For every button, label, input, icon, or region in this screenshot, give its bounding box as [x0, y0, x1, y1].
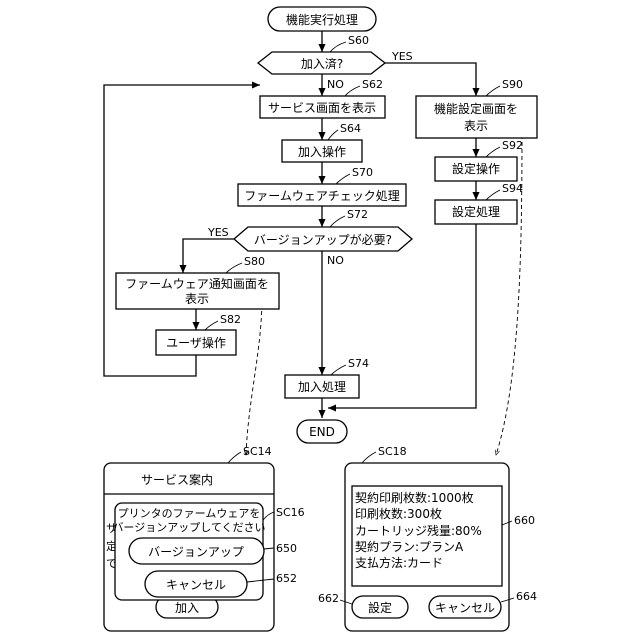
s94-code: S94 [502, 182, 523, 195]
s82-text: ユーザ操作 [166, 335, 226, 350]
cancel-label-sc16: キャンセル [166, 578, 226, 592]
contract-line: 契約プラン:プランA [355, 539, 464, 554]
sc16-line1: プリンタのファームウェアを [118, 507, 261, 520]
s74-text: 加入処理 [298, 380, 346, 394]
ref-664: 664 [516, 590, 537, 603]
s62-leader [345, 86, 360, 96]
s82-code: S82 [220, 313, 241, 326]
s94-text: 設定処理 [452, 204, 500, 219]
s60-code: S60 [348, 34, 369, 47]
sc14-leader [228, 452, 241, 463]
s80-line1: ファームウェア通知画面を [125, 277, 269, 291]
ref-662: 662 [318, 592, 339, 605]
s60-text: 加入済? [301, 56, 343, 71]
screen-sc18: SC18 契約印刷枚数:1000枚 印刷枚数:300枚 カートリッジ残量:80%… [318, 445, 537, 631]
contract-line: カートリッジ残量:80% [355, 524, 482, 538]
s72-no-label: NO [327, 254, 344, 267]
settings-button-label: 設定 [368, 600, 392, 615]
contract-line: 支払方法:カード [355, 555, 443, 570]
s92-code: S92 [502, 139, 523, 152]
screen-sc14: サービス案内 SC14 サ 定 で 加入 プリンタのファームウェアを バージョン… [104, 445, 305, 631]
s70-text: ファームウェアチェック処理 [244, 189, 399, 203]
s80-code: S80 [244, 255, 265, 268]
sc14-title: サービス案内 [141, 472, 213, 487]
s90-code: S90 [502, 78, 523, 91]
ref-660: 660 [514, 514, 535, 527]
contract-line: 契約印刷枚数:1000枚 [355, 490, 474, 505]
s72-leader [330, 216, 345, 227]
s72-text: バージョンアップが必要? [254, 232, 392, 247]
s62-text: サービス画面を表示 [268, 101, 376, 115]
join-button-label: 加入 [175, 601, 199, 615]
sc18-code: SC18 [378, 445, 407, 458]
s90-line2: 表示 [464, 119, 488, 133]
s92-text: 設定操作 [452, 161, 500, 176]
s64-code: S64 [340, 122, 361, 135]
start-label: 機能実行処理 [286, 12, 358, 27]
s60-no-label: NO [327, 78, 344, 91]
s72-code: S72 [347, 208, 368, 221]
s80-line2: 表示 [185, 292, 209, 306]
s82-leader [205, 321, 218, 330]
s74-leader [331, 365, 346, 375]
s60-yes-label: YES [391, 50, 413, 63]
s92-leader [486, 147, 500, 157]
s80-leader [226, 263, 242, 273]
s74-code: S74 [348, 357, 369, 370]
ref-652: 652 [276, 572, 297, 585]
s64-leader [328, 130, 338, 140]
version-up-label: バージョンアップ [148, 545, 244, 559]
s72-yes-label: YES [207, 226, 229, 239]
s62-code: S62 [362, 78, 383, 91]
contract-line: 印刷枚数:300枚 [355, 506, 442, 521]
end-label: END [309, 425, 335, 439]
sc14-code: SC14 [243, 445, 272, 458]
sc18-leader [362, 452, 376, 463]
ref-650: 650 [276, 542, 297, 555]
s64-text: 加入操作 [298, 144, 346, 159]
s90-line1: 機能設定画面を [434, 101, 518, 116]
s70-leader [336, 174, 350, 184]
cancel-label-sc18: キャンセル [435, 601, 495, 615]
sc16-code: SC16 [276, 506, 305, 519]
s90-leader [486, 86, 500, 96]
sc16-line2: バージョンアップしてください [112, 521, 265, 534]
s60-leader [330, 42, 346, 52]
s94-leader [486, 190, 500, 200]
s70-code: S70 [352, 166, 373, 179]
